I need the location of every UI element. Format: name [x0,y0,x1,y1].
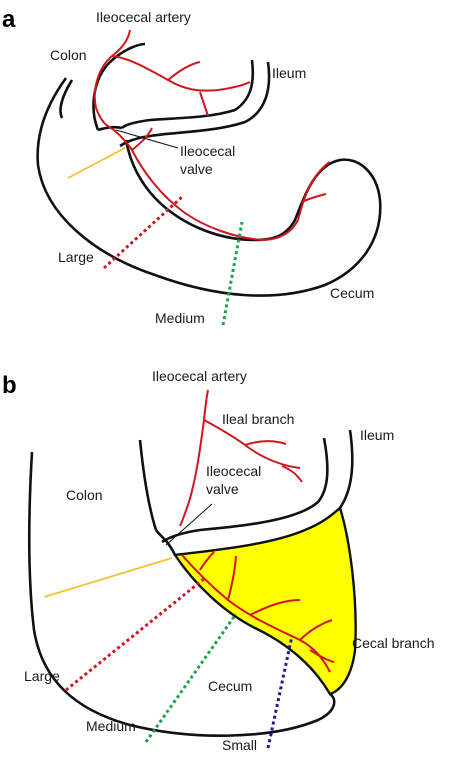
panel-a-colon-outer-wall [36,77,382,297]
panel-b-ileum-mid-wall [161,437,329,544]
panel-a-colon-label: Colon [50,47,87,63]
panel-b-valve-lip [154,529,177,556]
panel-b-ileocecal-artery-label: Ileocecal artery [152,368,247,384]
panel-a-colon-inner-wall [59,79,74,119]
panel-b-colon-outer-wall [27,451,336,737]
panel-b-arteries [179,389,335,673]
panel-a-cecum-label: Cecum [330,285,374,301]
panel-b-ileum-label: Ileum [360,427,394,443]
panel-a-ileum-wall-1 [121,59,255,130]
panel-b-valve-label-1: Ileocecal [206,463,261,479]
panel-b-ileum-left-wall [138,439,158,531]
panel-b-colon-label: Colon [66,487,103,503]
panel-b-valve-resection-line [43,557,173,598]
panel-b-small-label: Small [222,737,257,753]
panel-a-valve-label-1: Ileocecal [180,143,235,159]
panel-a-medium-label: Medium [155,310,205,326]
panel-a-arteries [93,29,331,242]
panel-a-valve-resection-line [67,147,126,179]
panel-b: b Ileocecal a [2,368,435,753]
panel-a-ileum-upper-wall [92,42,146,131]
panel-b-ileum-right-wall [338,429,354,509]
panel-a-ileum-wall-2 [119,61,271,148]
panel-b-medium-resection-line [144,613,238,743]
panel-a-ileocecal-artery-label: Ileocecal artery [96,9,191,25]
panel-b-cecal-branch-label: Cecal branch [352,635,435,651]
panel-a-letter: a [2,6,16,33]
panel-b-cecal-branch-region [172,505,357,696]
panel-b-cecum-label: Cecum [208,678,252,694]
panel-b-ileal-branch-label: Ileal branch [222,411,294,427]
panel-b-large-resection-line [65,576,206,692]
panel-b-large-label: Large [24,668,60,684]
panel-a-ileum-label: Ileum [272,65,306,81]
panel-a-valve-label-2: valve [180,161,213,177]
panel-a: a Ileocecal artery Colon [2,6,382,326]
panel-b-medium-label: Medium [86,718,136,734]
panel-a-large-label: Large [58,249,94,265]
panel-b-valve-label-2: valve [206,481,239,497]
panel-b-letter: b [2,372,17,399]
panel-a-valve-pointer [115,129,179,149]
panel-b-small-resection-line [266,635,294,749]
panel-b-valve-pointer [165,503,213,546]
